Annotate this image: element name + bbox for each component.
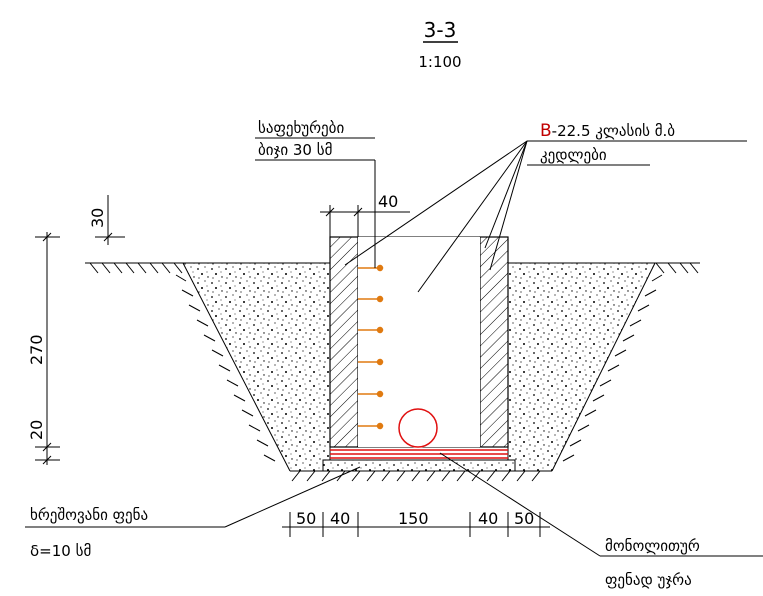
dim-bottom-4: 40: [478, 509, 498, 528]
wall-class-rest: -22.5 კლასის მ.ბ: [552, 122, 676, 140]
dim-bottom-1: 50: [296, 509, 316, 528]
monolithic-label-line1: მონოლითურ: [605, 537, 700, 555]
step-irons: [358, 264, 384, 430]
left-wall: [329, 236, 359, 448]
monolithic-leader: [439, 452, 601, 557]
monolithic-label-line2: ფენად უჯრა: [605, 571, 692, 589]
gravel-label: ხრეშოვანი ფენა: [30, 506, 148, 524]
section-title: 3-3: [424, 18, 457, 42]
backfill-left: [183, 263, 330, 471]
dim-above-ground-label: 30: [88, 208, 107, 228]
dim-top-wall-label: 40: [378, 192, 398, 211]
gravel-base: [322, 459, 516, 472]
walls-label: კედლები: [540, 146, 607, 164]
backfill-right: [508, 263, 655, 471]
dim-vertical: [35, 195, 125, 465]
gravel-leader: [224, 466, 361, 528]
bottom-hatching: [290, 470, 552, 482]
wall-class-prefix: B: [540, 121, 552, 141]
gravel-thickness: δ=10 სმ: [30, 542, 91, 560]
section-scale: 1:100: [418, 53, 461, 71]
steps-label-line1: საფეხურები: [258, 119, 344, 137]
dim-bottom: [282, 512, 550, 537]
dim-base-label: 20: [27, 420, 46, 440]
wall-class-label: B-22.5 კლასის მ.ბ: [540, 121, 675, 141]
dim-bottom-5: 50: [514, 509, 534, 528]
right-wall: [479, 236, 509, 448]
dim-top-wall: [320, 205, 410, 237]
pipe-circle: [398, 408, 438, 448]
chamber-interior: [358, 237, 480, 447]
wall-leaders: [344, 140, 528, 293]
base-red-layers: [330, 449, 508, 459]
dim-depth-label: 270: [27, 334, 46, 365]
dim-bottom-3: 150: [398, 509, 429, 528]
steps-label-line2: ბიჯი 30 სმ: [258, 141, 332, 159]
dim-bottom-2: 40: [330, 509, 350, 528]
